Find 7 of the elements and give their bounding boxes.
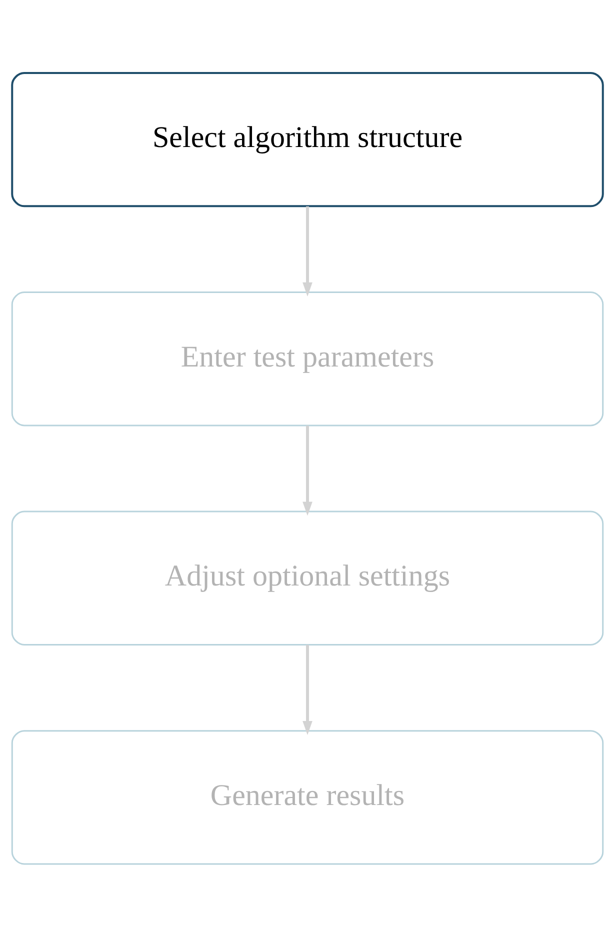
node-box: Generate results	[11, 730, 604, 864]
arrow	[302, 206, 312, 296]
arrow	[302, 425, 312, 516]
node-box: Enter test parameters	[11, 291, 604, 426]
node-box: Select algorithm structure	[11, 72, 604, 207]
node-box: Adjust optional settings	[11, 510, 604, 645]
arrow	[302, 644, 312, 735]
